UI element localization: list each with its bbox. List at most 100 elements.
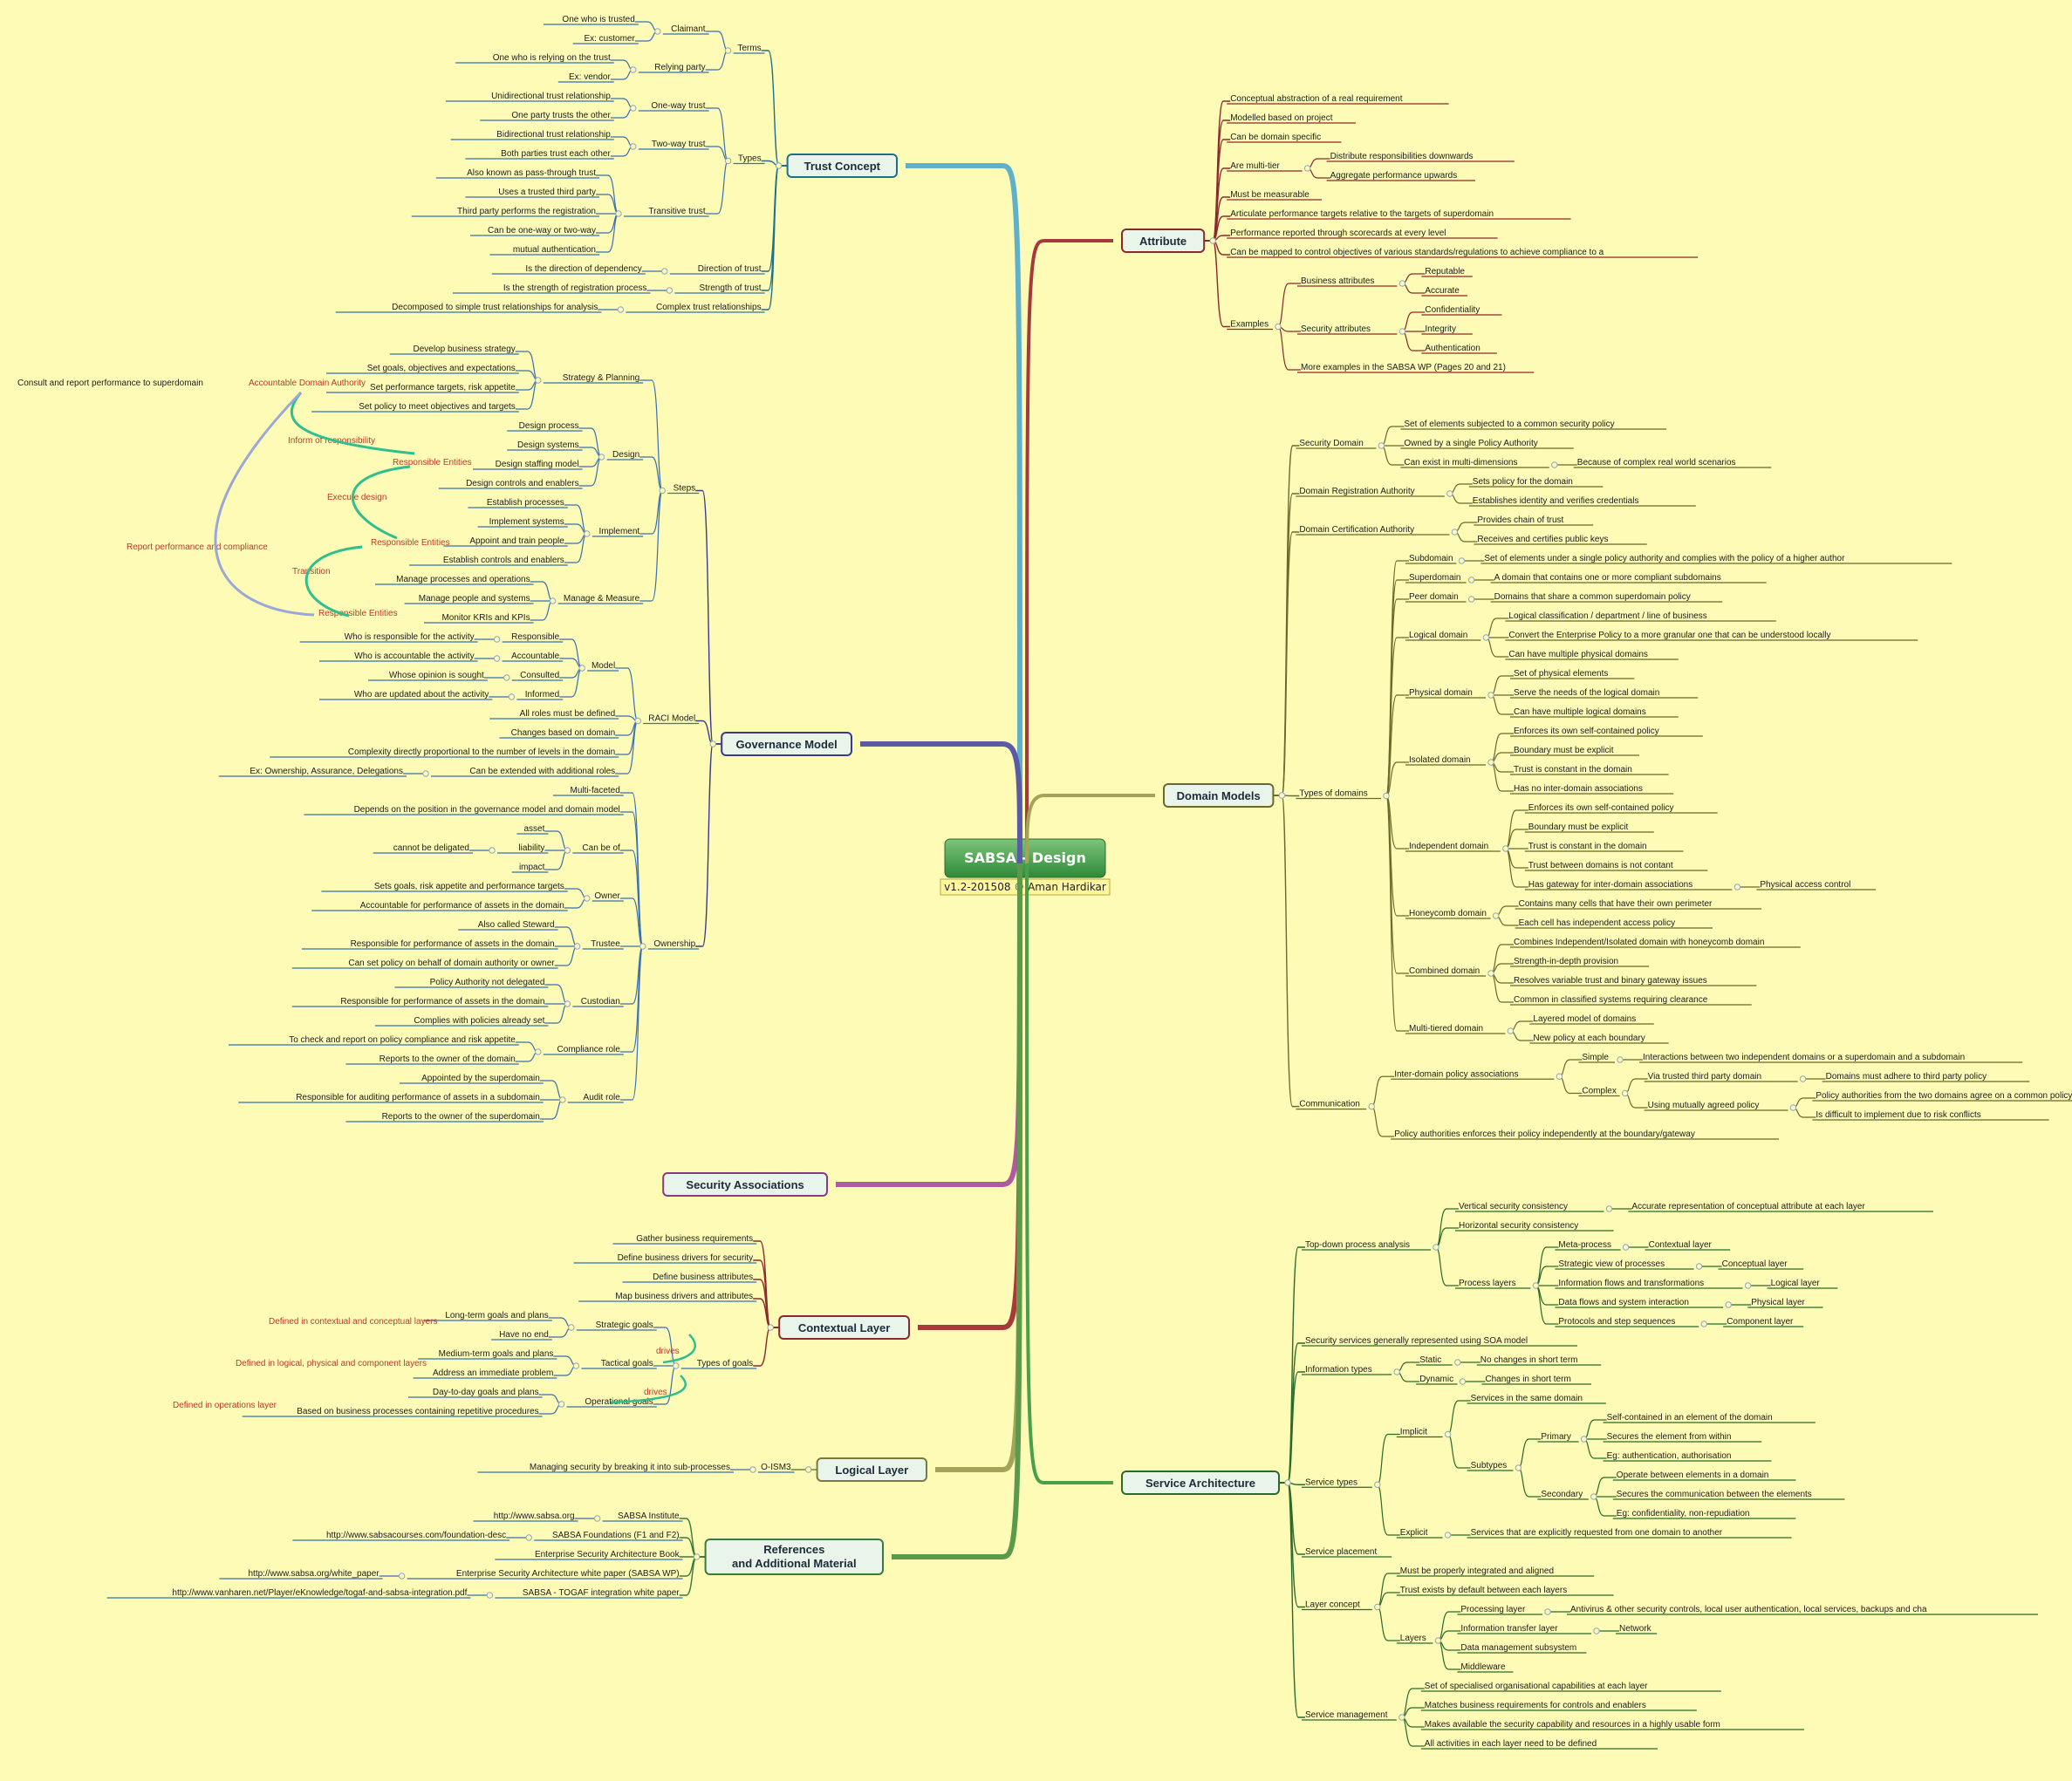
node-label[interactable]: Static bbox=[1419, 1355, 1441, 1365]
collapse-toggle[interactable] bbox=[535, 377, 542, 384]
node-label[interactable]: Layers bbox=[1400, 1634, 1426, 1643]
node-label[interactable]: All roles must be defined bbox=[520, 709, 616, 719]
node-label[interactable]: Common in classified systems requiring c… bbox=[1514, 995, 1708, 1005]
node-label[interactable]: Vertical security consistency bbox=[1459, 1202, 1568, 1211]
node-label[interactable]: Via trusted third party domain bbox=[1648, 1072, 1761, 1082]
node-label[interactable]: Independent domain bbox=[1409, 842, 1488, 851]
collapse-toggle[interactable] bbox=[804, 1466, 812, 1473]
node-label[interactable]: Contains many cells that have their own … bbox=[1519, 899, 1713, 909]
node-label[interactable]: Multi-faceted bbox=[571, 786, 620, 795]
node-label[interactable]: Responsible bbox=[511, 632, 559, 642]
collapse-toggle[interactable] bbox=[1458, 557, 1466, 564]
node-label[interactable]: Set performance targets, risk appetite bbox=[370, 383, 516, 392]
node-label[interactable]: Has no inter-domain associations bbox=[1514, 784, 1643, 794]
node-label[interactable]: Domain Certification Authority bbox=[1299, 525, 1414, 535]
node-label[interactable]: Ex: Ownership, Assurance, Delegations bbox=[250, 767, 403, 776]
collapse-toggle[interactable] bbox=[767, 1324, 774, 1331]
node-label[interactable]: Trust is constant in the domain bbox=[1514, 765, 1632, 774]
node-label[interactable]: Managing security by breaking it into su… bbox=[530, 1463, 730, 1472]
collapse-toggle[interactable] bbox=[639, 943, 646, 950]
node-label[interactable]: Changes based on domain bbox=[511, 728, 616, 738]
node-label[interactable]: No changes in short term bbox=[1480, 1355, 1578, 1365]
node-label[interactable]: One who is relying on the trust bbox=[493, 53, 611, 63]
node-label[interactable]: Policy authorities enforces their policy… bbox=[1394, 1129, 1695, 1139]
collapse-toggle[interactable] bbox=[1467, 577, 1475, 583]
node-label[interactable]: Also known as pass-through trust bbox=[467, 168, 596, 178]
collapse-toggle[interactable] bbox=[572, 1362, 580, 1369]
collapse-toggle[interactable] bbox=[489, 847, 496, 854]
node-label[interactable]: Protocols and step sequences bbox=[1558, 1317, 1675, 1327]
collapse-toggle[interactable] bbox=[1580, 1436, 1588, 1443]
node-label[interactable]: Define business attributes bbox=[653, 1273, 753, 1282]
node-label[interactable]: Subtypes bbox=[1471, 1461, 1508, 1471]
node-label[interactable]: Accountable bbox=[511, 652, 559, 661]
node-label[interactable]: Explicit bbox=[1400, 1528, 1428, 1538]
node-label[interactable]: Implement bbox=[599, 527, 640, 536]
node-label[interactable]: Must be measurable bbox=[1230, 190, 1310, 200]
node-label[interactable]: Can have multiple logical domains bbox=[1514, 707, 1646, 717]
node-label[interactable]: Processing layer bbox=[1460, 1605, 1526, 1614]
collapse-toggle[interactable] bbox=[1700, 1320, 1707, 1327]
collapse-toggle[interactable] bbox=[1393, 1368, 1400, 1375]
node-label[interactable]: Is the strength of registration process bbox=[503, 283, 647, 293]
node-label[interactable]: Secures the communication between the el… bbox=[1617, 1490, 1812, 1499]
node-label[interactable]: Information types bbox=[1305, 1365, 1372, 1375]
node-label[interactable]: Secondary bbox=[1541, 1490, 1583, 1499]
node-label[interactable]: Information transfer layer bbox=[1460, 1624, 1558, 1634]
node-label[interactable]: Process layers bbox=[1459, 1279, 1516, 1288]
node-label[interactable]: Can have multiple physical domains bbox=[1508, 650, 1648, 659]
collapse-toggle[interactable] bbox=[593, 1515, 601, 1522]
node-label[interactable]: Peer domain bbox=[1409, 592, 1459, 602]
node-label[interactable]: Physical access control bbox=[1760, 880, 1850, 890]
node-label[interactable]: Types bbox=[738, 154, 762, 164]
node-label[interactable]: A domain that contains one or more compl… bbox=[1494, 573, 1721, 583]
collapse-toggle[interactable] bbox=[673, 1362, 680, 1369]
collapse-toggle[interactable] bbox=[630, 66, 637, 73]
collapse-toggle[interactable] bbox=[1695, 1263, 1703, 1270]
node-label[interactable]: liability bbox=[518, 843, 544, 853]
node-label[interactable]: Layer concept bbox=[1305, 1600, 1360, 1610]
node-label[interactable]: Address an immediate problem bbox=[433, 1368, 553, 1378]
collapse-toggle[interactable] bbox=[568, 1324, 575, 1331]
node-label[interactable]: Eg: authentication, authorisation bbox=[1607, 1451, 1732, 1461]
node-label[interactable]: Superdomain bbox=[1409, 573, 1460, 583]
node-label[interactable]: Ex: customer bbox=[584, 34, 635, 44]
node-label[interactable]: Policy Authority not delegated bbox=[430, 978, 545, 987]
node-label[interactable]: Also called Steward bbox=[478, 920, 555, 930]
collapse-toggle[interactable] bbox=[1209, 237, 1216, 244]
node-label[interactable]: Using mutually agreed policy bbox=[1648, 1101, 1760, 1110]
node-label[interactable]: Conceptual layer bbox=[1722, 1259, 1788, 1269]
node-label[interactable]: Because of complex real world scenarios bbox=[1577, 458, 1736, 467]
collapse-toggle[interactable] bbox=[1502, 845, 1509, 852]
node-label[interactable]: Distribute responsibilities downwards bbox=[1330, 152, 1474, 161]
collapse-toggle[interactable] bbox=[1278, 792, 1286, 799]
node-label[interactable]: Domains that share a common superdomain … bbox=[1494, 592, 1691, 602]
node-label[interactable]: Can be one-way or two-way bbox=[488, 226, 596, 235]
node-label[interactable]: cannot be deligated bbox=[393, 843, 469, 853]
main-topic-attr[interactable]: Attribute bbox=[1121, 229, 1206, 253]
node-label[interactable]: Service types bbox=[1305, 1477, 1357, 1487]
node-label[interactable]: Design bbox=[612, 450, 639, 460]
node-label[interactable]: Can be extended with additional roles bbox=[469, 767, 615, 776]
collapse-toggle[interactable] bbox=[1444, 1430, 1452, 1438]
node-label[interactable]: Trustee bbox=[591, 939, 620, 949]
node-label[interactable]: Gather business requirements bbox=[636, 1234, 753, 1244]
node-label[interactable]: Modelled based on project bbox=[1230, 113, 1333, 123]
node-label[interactable]: Responsible for performance of assets in… bbox=[351, 939, 555, 949]
node-label[interactable]: Implement systems bbox=[489, 517, 564, 527]
node-label[interactable]: asset bbox=[523, 824, 544, 834]
node-label[interactable]: Security attributes bbox=[1301, 324, 1371, 334]
node-label[interactable]: Develop business strategy bbox=[414, 345, 516, 354]
node-label[interactable]: Who are updated about the activity bbox=[354, 690, 489, 699]
node-label[interactable]: Can set policy on behalf of domain autho… bbox=[348, 959, 555, 968]
node-label[interactable]: Changes in short term bbox=[1485, 1375, 1570, 1384]
collapse-toggle[interactable] bbox=[724, 47, 732, 54]
node-label[interactable]: Trust between domains is not contant bbox=[1528, 861, 1673, 870]
node-label[interactable]: Unidirectional trust relationship bbox=[491, 92, 611, 101]
collapse-toggle[interactable] bbox=[493, 636, 501, 643]
node-label[interactable]: Owned by a single Policy Authority bbox=[1404, 439, 1537, 448]
collapse-toggle[interactable] bbox=[1622, 1244, 1630, 1251]
node-label[interactable]: Strength-in-depth provision bbox=[1514, 957, 1618, 966]
node-label[interactable]: Logical domain bbox=[1409, 631, 1467, 640]
collapse-toggle[interactable] bbox=[1590, 1493, 1597, 1500]
